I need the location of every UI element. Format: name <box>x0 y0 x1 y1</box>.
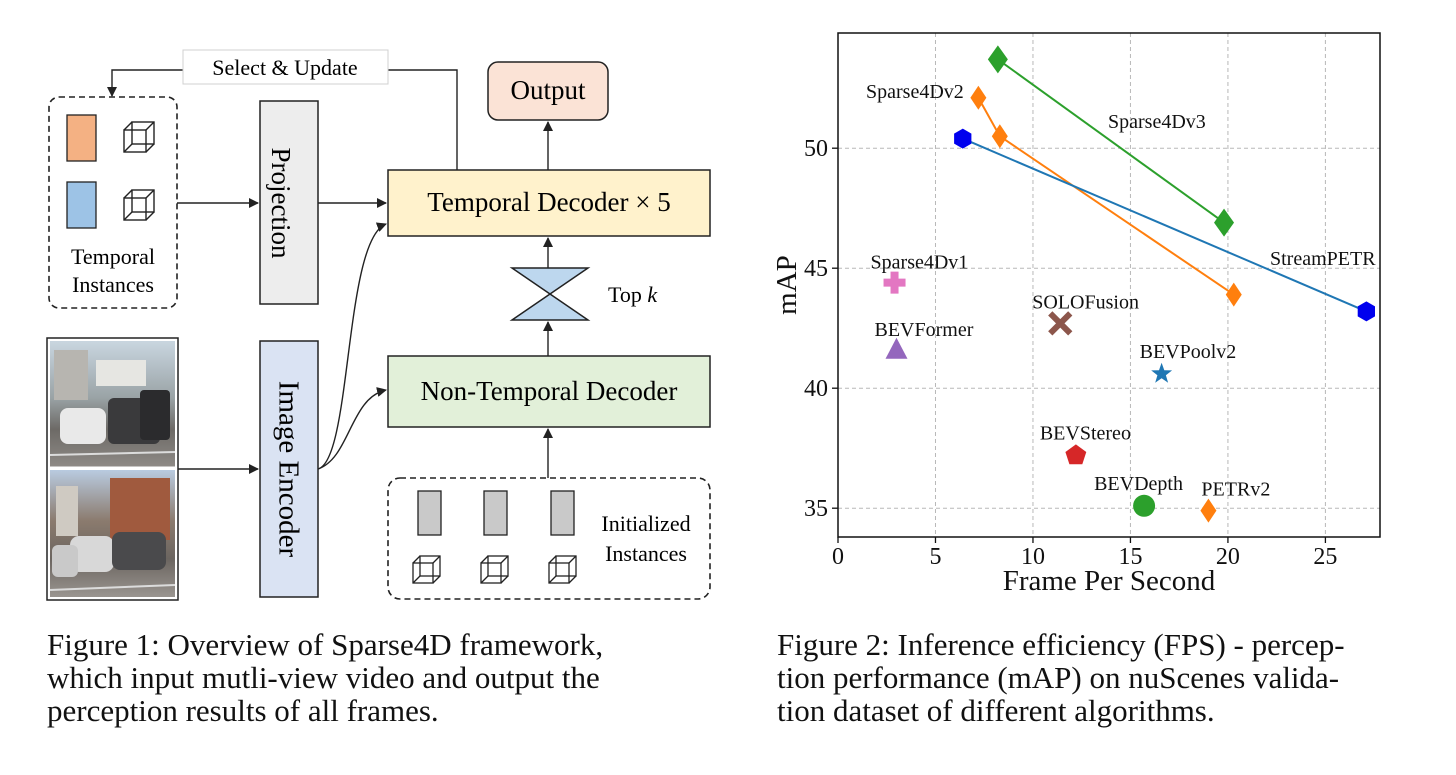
caption-line: Figure 1: Overview of Sparse4D framework… <box>47 627 604 662</box>
data-point <box>1065 444 1087 465</box>
framework-diagram: Select & Update Temporal Instances Proje… <box>46 49 711 601</box>
image-encoder-label: Image Encoder <box>272 381 304 558</box>
plot-frame <box>837 32 1381 538</box>
temporal-instance-orange <box>66 114 97 162</box>
data-point <box>1357 301 1375 322</box>
data-point <box>954 128 972 149</box>
y-tick-label: 50 <box>804 136 828 162</box>
caption-line: perception results of all frames. <box>47 693 439 728</box>
data-point <box>1225 282 1242 307</box>
series-label: StreamPETR <box>1270 248 1376 270</box>
x-tick-label: 20 <box>1216 544 1240 570</box>
cube-icon <box>480 555 509 584</box>
data-point <box>991 124 1008 149</box>
output-label: Output <box>510 75 586 105</box>
select-update-label-box <box>182 49 389 85</box>
point-label: BEVDepth <box>1094 473 1183 495</box>
projection-label: Projection <box>266 148 296 259</box>
initialized-instance <box>483 490 508 536</box>
image-encoder-box <box>259 340 319 598</box>
data-point <box>885 337 908 359</box>
x-tick-label: 25 <box>1313 544 1337 570</box>
select-update-label: Select & Update <box>212 55 357 80</box>
point-label: BEVPoolv2 <box>1140 341 1237 363</box>
initialized-instances-label: Instances <box>605 541 687 566</box>
caption-line: Figure 2: Inference efficiency (FPS) - p… <box>777 627 1345 662</box>
data-point <box>987 45 1008 74</box>
cube-icon <box>123 189 155 221</box>
cube-icon <box>412 555 441 584</box>
output-box <box>487 61 609 121</box>
series-label: Sparse4Dv2 <box>866 81 964 103</box>
initialized-instances-box <box>387 477 711 600</box>
temporal-instances-box <box>48 96 178 309</box>
x-tick-label: 5 <box>929 544 941 570</box>
initialized-instance <box>417 490 442 536</box>
topk-label: Top k <box>608 282 658 307</box>
point-label: BEVFormer <box>874 319 973 341</box>
initialized-instance <box>550 490 575 536</box>
point-label: SOLOFusion <box>1032 291 1139 313</box>
topk-selector-icon <box>509 267 591 321</box>
temporal-instances-label: Temporal <box>71 244 155 269</box>
point-label: PETRv2 <box>1201 479 1270 501</box>
data-point <box>1214 208 1235 237</box>
series-label: Sparse4Dv3 <box>1108 111 1206 133</box>
point-label: BEVStereo <box>1040 422 1131 444</box>
cube-icon <box>123 121 155 153</box>
arrow-encoder-to-temporal-decoder <box>317 222 387 470</box>
caption-line: which input mutli-view video and output … <box>47 660 600 695</box>
x-axis-label: Frame Per Second <box>1003 565 1216 597</box>
y-tick-label: 35 <box>804 496 828 522</box>
y-tick-label: 40 <box>804 376 828 402</box>
x-tick-label: 0 <box>832 544 844 570</box>
camera-image-front <box>49 341 176 467</box>
figure2-caption: Figure 2: Inference efficiency (FPS) - p… <box>777 628 1452 727</box>
camera-image-front-left <box>49 470 176 597</box>
data-point <box>883 271 906 294</box>
data-point <box>1133 494 1156 517</box>
x-tick-label: 15 <box>1118 544 1142 570</box>
temporal-instance-blue <box>66 181 97 229</box>
series-line <box>997 58 1225 224</box>
non-temporal-decoder-box <box>387 355 711 428</box>
data-point <box>1048 311 1073 336</box>
caption-line: tion dataset of different algorithms. <box>777 693 1215 728</box>
figure1-caption: Figure 1: Overview of Sparse4D framework… <box>47 628 737 727</box>
temporal-decoder-box <box>387 169 711 237</box>
y-tick-label: 45 <box>804 256 828 282</box>
initialized-instances-label: Initialized <box>601 511 690 536</box>
temporal-decoder-label: Temporal Decoder × 5 <box>427 187 671 217</box>
caption-line: tion performance (mAP) on nuScenes valid… <box>777 660 1340 695</box>
data-point <box>1200 498 1217 523</box>
projection-box <box>259 100 319 305</box>
x-tick-label: 10 <box>1021 544 1045 570</box>
non-temporal-decoder-label: Non-Temporal Decoder <box>421 376 678 406</box>
y-axis-label: mAP <box>771 255 803 315</box>
arrow-encoder-to-non-temporal-decoder <box>317 387 387 470</box>
data-point <box>970 85 987 110</box>
temporal-instances-label: Instances <box>72 272 154 297</box>
cube-icon <box>548 555 577 584</box>
point-label: Sparse4Dv1 <box>871 252 969 274</box>
series-line <box>962 137 1367 313</box>
data-point <box>1151 362 1173 383</box>
